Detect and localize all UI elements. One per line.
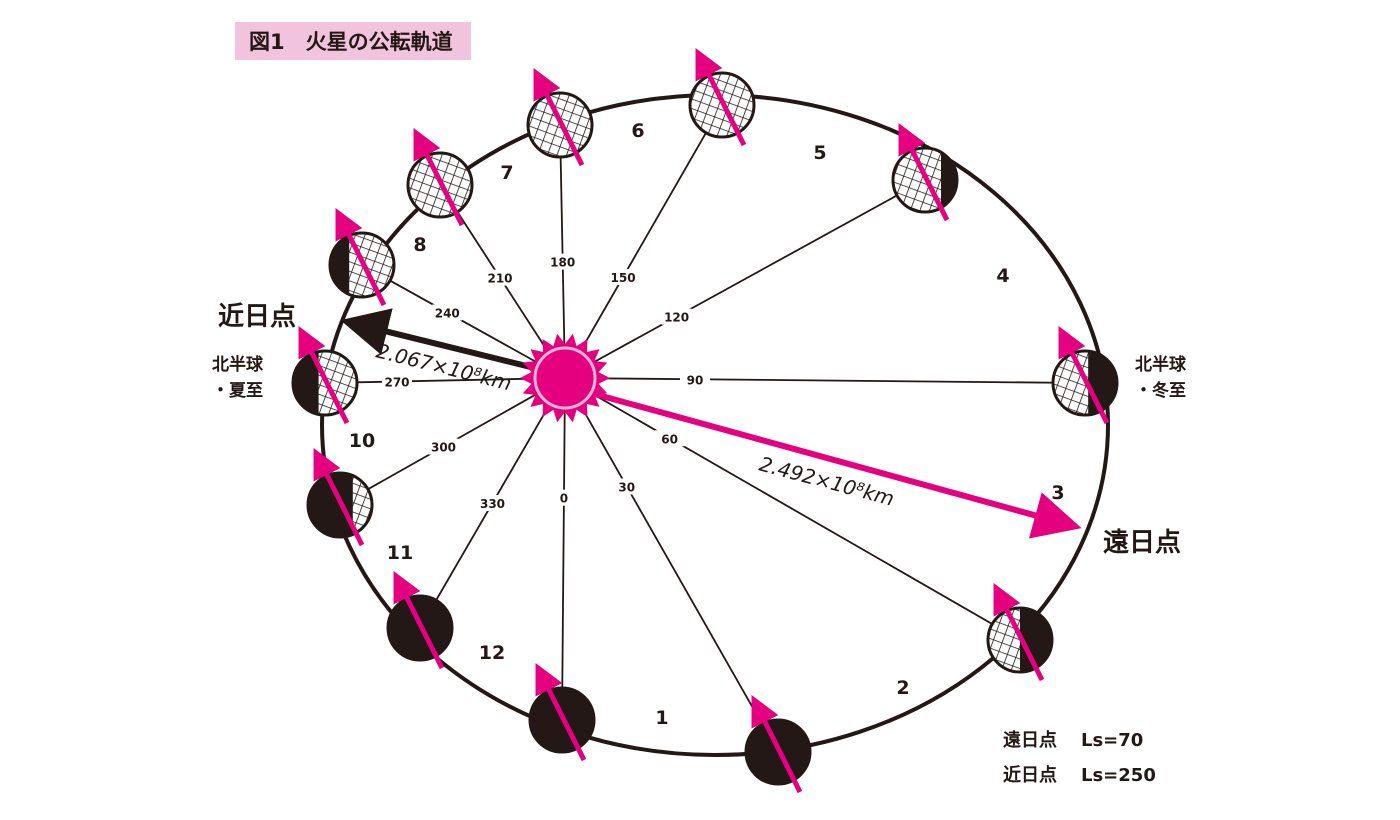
ls-tick-label: 120 [664, 311, 689, 325]
rotation-axis-arrow [335, 208, 387, 307]
month-label: 2 [896, 677, 909, 699]
rotation-axis-arrow [413, 128, 465, 227]
sun-icon [520, 333, 610, 423]
rotation-axis-arrow [1058, 326, 1110, 425]
ls-ray [564, 377, 1086, 384]
mars-planet-icon [528, 663, 596, 762]
ls-tick-label: 210 [487, 272, 512, 286]
rotation-axis-arrow [298, 326, 350, 425]
ls-tick-label: 270 [384, 376, 409, 390]
mars-planet-icon [688, 48, 756, 147]
month-label: 1 [655, 707, 668, 729]
ls-tick-label: 330 [480, 497, 505, 511]
rotation-axis-arrow [751, 695, 803, 794]
mars-planet-icon [328, 208, 396, 307]
mars-planet-icon [891, 123, 959, 222]
month-label: 5 [813, 142, 826, 164]
mars-planet-icon [1051, 326, 1119, 425]
mars-planet-icon [386, 571, 454, 670]
perihelion-arrow [340, 308, 556, 376]
figure-title: 図1 火星の公転軌道 [235, 22, 471, 60]
note-line: ・夏至 [212, 381, 263, 401]
month-label: 11 [387, 542, 413, 564]
ls-tick-label: 30 [618, 480, 635, 494]
ls-tick-label: 150 [611, 271, 636, 285]
rotation-axis-arrow [898, 123, 950, 222]
ls-tick-label: 300 [431, 441, 456, 455]
month-label: 12 [479, 642, 505, 664]
month-label: 8 [413, 234, 426, 256]
note-line: 北半球 [212, 355, 263, 375]
ls-ray [564, 377, 1021, 641]
mars-planet-icon [744, 695, 812, 794]
mars-planet-icon [986, 583, 1054, 682]
perihelion-label: 近日点 [218, 302, 297, 332]
rotation-axis-arrow [393, 571, 445, 670]
ls-ray [564, 377, 779, 753]
rotation-axis-arrow [313, 448, 365, 547]
mars-planet-icon [526, 68, 594, 167]
month-label: 3 [1051, 482, 1064, 504]
month-label: 7 [500, 162, 513, 184]
ls-tick-label: 240 [435, 306, 460, 320]
ls-ray [561, 377, 566, 721]
legend-name: 近日点 [1003, 765, 1057, 786]
summer-solstice-note: 北半球 ・夏至 [212, 352, 263, 404]
rotation-axis-arrow [533, 68, 585, 167]
legend-name: 遠日点 [1003, 730, 1057, 751]
mars-planet-icon [306, 448, 374, 547]
winter-solstice-note: 北半球 ・冬至 [1135, 352, 1186, 404]
ls-ray [564, 179, 926, 379]
ls-ray [559, 124, 566, 379]
legend-value: Ls=70 [1081, 730, 1144, 751]
rotation-axis-arrow [535, 663, 587, 762]
note-line: 北半球 [1135, 355, 1186, 375]
mars-planet-icon [291, 326, 359, 425]
legend-perihelion: 近日点 Ls=250 [1003, 761, 1156, 787]
ls-tick-label: 60 [661, 432, 678, 446]
ls-ray [361, 264, 566, 379]
aphelion-label: 遠日点 [1103, 528, 1182, 558]
ls-ray [564, 104, 723, 379]
ls-tick-label: 0 [560, 492, 568, 506]
ls-tick-label: 90 [687, 373, 704, 387]
rotation-axis-arrow [993, 583, 1045, 682]
rotation-axis-arrow [695, 48, 747, 147]
mars-planet-icon [406, 128, 474, 227]
month-label: 4 [996, 265, 1009, 287]
legend-aphelion: 遠日点 Ls=70 [1003, 726, 1143, 752]
month-label: 6 [631, 120, 644, 142]
ls-tick-label: 180 [550, 256, 575, 270]
aphelion-arrow [579, 387, 1082, 539]
month-label: 10 [349, 430, 375, 452]
note-line: ・冬至 [1135, 381, 1186, 401]
legend-value: Ls=250 [1081, 765, 1156, 786]
